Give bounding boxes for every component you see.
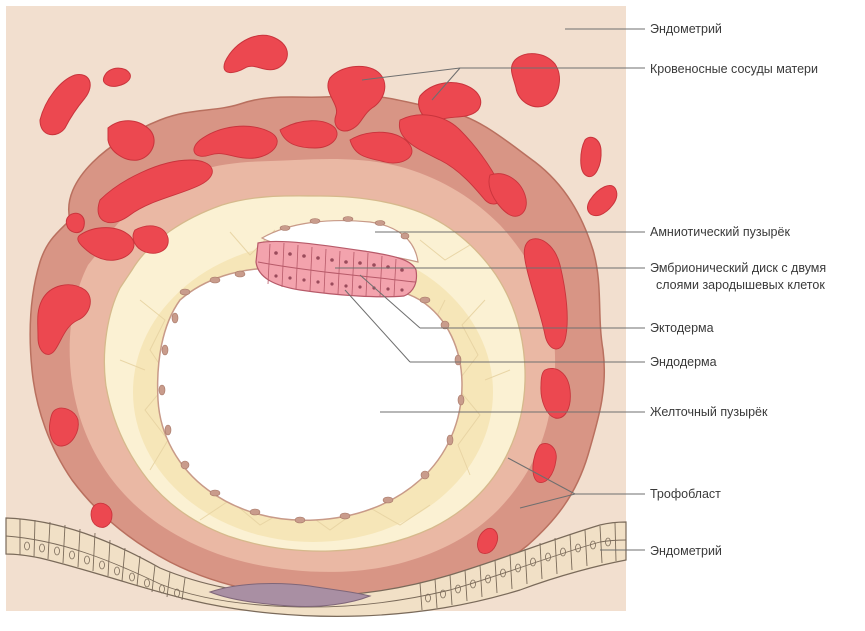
maternal-blood-vessels bbox=[39, 34, 618, 234]
label-endometrium-top: Эндометрий bbox=[650, 22, 722, 36]
leader-trophoblast-a bbox=[507, 457, 576, 495]
label-endoderm: Эндодерма bbox=[650, 355, 717, 369]
label-embryonic-disc-1: Эмбрионический диск с двумя bbox=[650, 261, 826, 275]
epithelium-cells bbox=[5, 519, 627, 611]
leader-vessels-a bbox=[361, 67, 461, 81]
leader-vessels-b bbox=[431, 67, 461, 101]
leader-trophoblast-b bbox=[519, 493, 576, 509]
label-yolk-sac: Желточный пузырёк bbox=[650, 405, 768, 419]
leader-ectoderm-diag bbox=[359, 274, 421, 329]
label-embryonic-disc-2: слоями зародышевых клеток bbox=[656, 278, 825, 292]
label-trophoblast: Трофобласт bbox=[650, 487, 721, 501]
yolk-sac-cavity bbox=[156, 267, 463, 521]
label-endometrium-bottom: Эндометрий bbox=[650, 544, 722, 558]
leader-lines bbox=[335, 28, 645, 551]
leader-endoderm-diag bbox=[344, 289, 411, 363]
closing-plug bbox=[208, 583, 372, 607]
epithelium-nuclei bbox=[24, 537, 611, 603]
label-maternal-vessels: Кровеносные сосуды матери bbox=[650, 62, 818, 76]
label-ectoderm: Эктодерма bbox=[650, 321, 714, 335]
trophoblast-lacunae bbox=[37, 114, 571, 554]
label-amniotic-vesicle: Амниотический пузырёк bbox=[650, 225, 790, 239]
endoderm-cells bbox=[158, 270, 465, 524]
amnion-cells bbox=[279, 216, 410, 240]
labels: Эндометрий Кровеносные сосуды матери Амн… bbox=[650, 22, 826, 558]
